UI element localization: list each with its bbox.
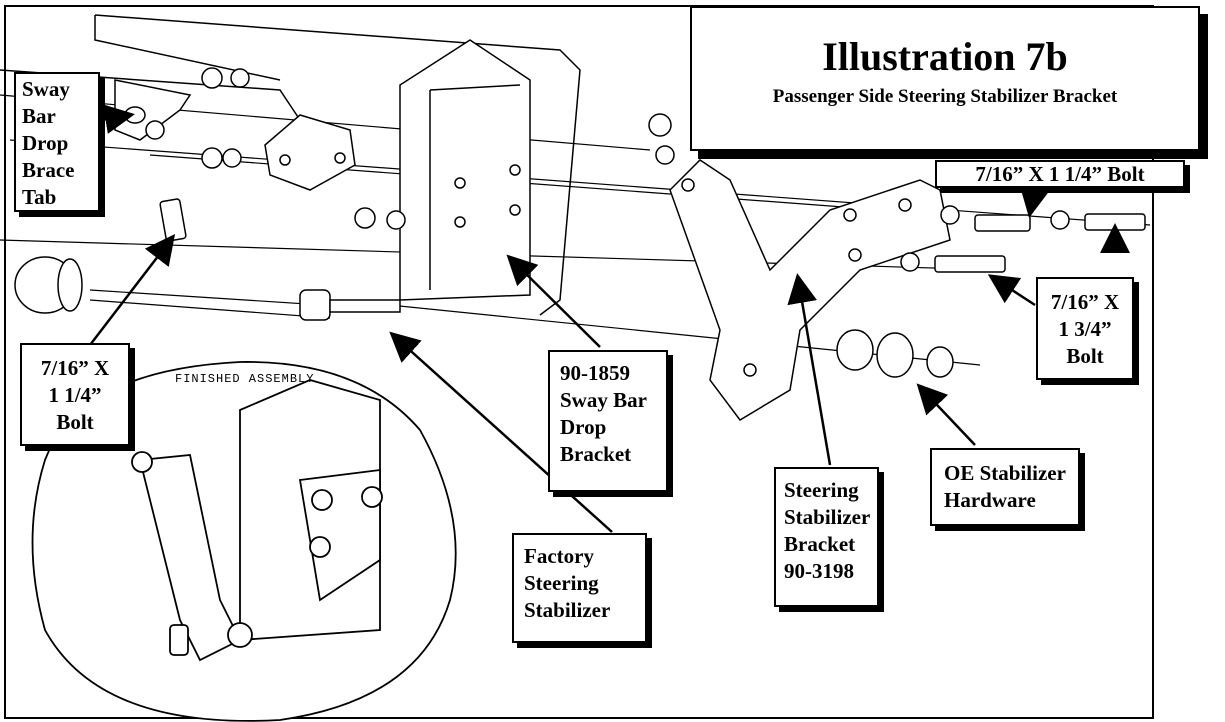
leader-bolt-top-right xyxy=(1019,185,1050,218)
label-sway-bar-drop-bracket: 90-1859 Sway Bar Drop Bracket xyxy=(548,350,668,492)
leader-bolt-left xyxy=(89,234,176,346)
leader-oe-hardware xyxy=(916,383,976,446)
leader-drop-bracket xyxy=(506,254,601,348)
label-steering-stabilizer-bracket: Steering Stabilizer Bracket 90-3198 xyxy=(774,467,879,607)
illustration-subtitle: Passenger Side Steering Stabilizer Brack… xyxy=(772,86,1118,107)
label-factory-steering-stabilizer: Factory Steering Stabilizer xyxy=(512,533,647,643)
leader-factory xyxy=(389,331,613,533)
title-box: Illustration 7b Passenger Side Steering … xyxy=(690,6,1200,151)
leader-lines xyxy=(89,104,1130,533)
leader-bolt-right-2 xyxy=(987,274,1036,307)
inset-caption: FINISHED ASSEMBLY xyxy=(175,372,315,386)
label-bolt-left: 7/16” X 1 1/4” Bolt xyxy=(20,343,130,446)
finished-assembly-inset xyxy=(31,361,457,722)
fasteners xyxy=(145,67,1146,378)
leader-tab xyxy=(99,104,135,134)
steering-stabilizer-bracket xyxy=(669,159,951,421)
label-bolt-right: 7/16” X 1 3/4” Bolt xyxy=(1036,277,1134,380)
label-sway-bar-drop-brace-tab: Sway Bar Drop Brace Tab xyxy=(14,72,100,212)
sway-bar-drop-bracket xyxy=(399,39,531,301)
page-frame xyxy=(4,5,1154,719)
illustration-title: Illustration 7b xyxy=(822,34,1068,79)
label-oe-stabilizer-hardware: OE Stabilizer Hardware xyxy=(930,448,1080,526)
factory-stabilizer-shaft xyxy=(14,256,401,321)
label-bolt-top-right: 7/16” X 1 1/4” Bolt xyxy=(935,160,1185,188)
leader-steering-bracket xyxy=(787,273,832,466)
